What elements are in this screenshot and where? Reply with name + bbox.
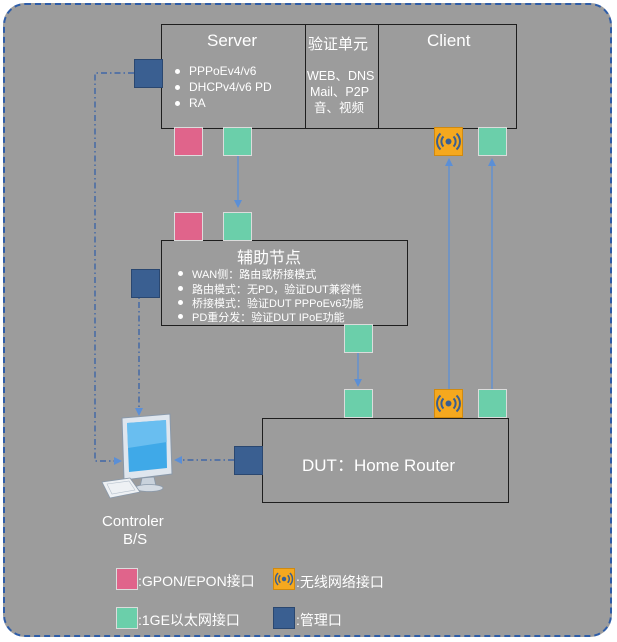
- legend-mgmt-swatch: [273, 607, 295, 629]
- mgmt-line-server: [94, 72, 134, 465]
- server-item-3: RA: [175, 96, 206, 110]
- aux-node-box: [161, 240, 408, 326]
- legend-eth-label: :1GE以太网接口: [138, 612, 240, 628]
- aux-item-2: 路由模式：无PD，验证DUT兼容性: [178, 281, 362, 297]
- aux-item-3: 桥接模式：验证DUT PPPoEv6功能: [178, 295, 364, 311]
- server-title: Server: [207, 31, 258, 50]
- aux-gpon-port: [174, 212, 203, 241]
- server-mgmt-port: [134, 59, 163, 88]
- verify-line-2: Mail、P2P: [310, 85, 370, 99]
- server-eth-port: [223, 127, 252, 156]
- legend-gpon-label: :GPON/EPON接口: [138, 573, 255, 589]
- dut-eth-port-1: [344, 389, 373, 418]
- aux-eth-port-top: [223, 212, 252, 241]
- wifi-icon: [436, 132, 461, 151]
- dut-mgmt-port: [234, 446, 263, 475]
- wifi-icon: [436, 394, 461, 413]
- legend-gpon-swatch: [116, 568, 138, 590]
- legend-eth-swatch: [116, 607, 138, 629]
- legend-mgmt-label: :管理口: [296, 612, 342, 628]
- computer-icon: [101, 413, 173, 499]
- server-item-2: DHCPv4/v6 PD: [175, 80, 272, 94]
- divider-verify-client: [378, 24, 379, 129]
- mgmt-line-aux: [131, 282, 143, 416]
- server-gpon-port: [174, 127, 203, 156]
- legend-wifi-label: :无线网络接口: [296, 574, 384, 590]
- aux-mgmt-port: [131, 269, 160, 298]
- aux-title: 辅助节点: [237, 250, 302, 267]
- dut-box: [262, 418, 509, 503]
- client-wifi-port: [434, 127, 463, 156]
- controller-label-2: B/S: [123, 531, 148, 548]
- server-item-1: PPPoEv4/v6: [174, 64, 257, 78]
- controller-label-1: Controler: [102, 513, 164, 530]
- client-eth-port: [478, 127, 507, 156]
- dut-wifi-port: [434, 389, 463, 418]
- server-client-box: [161, 24, 517, 129]
- divider-server-verify: [305, 24, 306, 129]
- verify-title: 验证单元: [308, 36, 369, 53]
- aux-item-4: PD重分发：验证DUT IPoE功能: [178, 309, 345, 325]
- dut-title: DUT：Home Router: [302, 456, 456, 475]
- verify-line-1: WEB、DNS: [307, 69, 375, 83]
- dut-eth-port-2: [478, 389, 507, 418]
- legend-wifi-swatch: [273, 568, 295, 590]
- wifi-icon: [274, 572, 294, 586]
- client-title: Client: [427, 31, 471, 50]
- aux-item-1: WAN侧：路由或桥接模式: [177, 266, 316, 282]
- verify-line-3: 音、视频: [314, 101, 365, 115]
- aux-eth-port-bottom: [344, 324, 373, 353]
